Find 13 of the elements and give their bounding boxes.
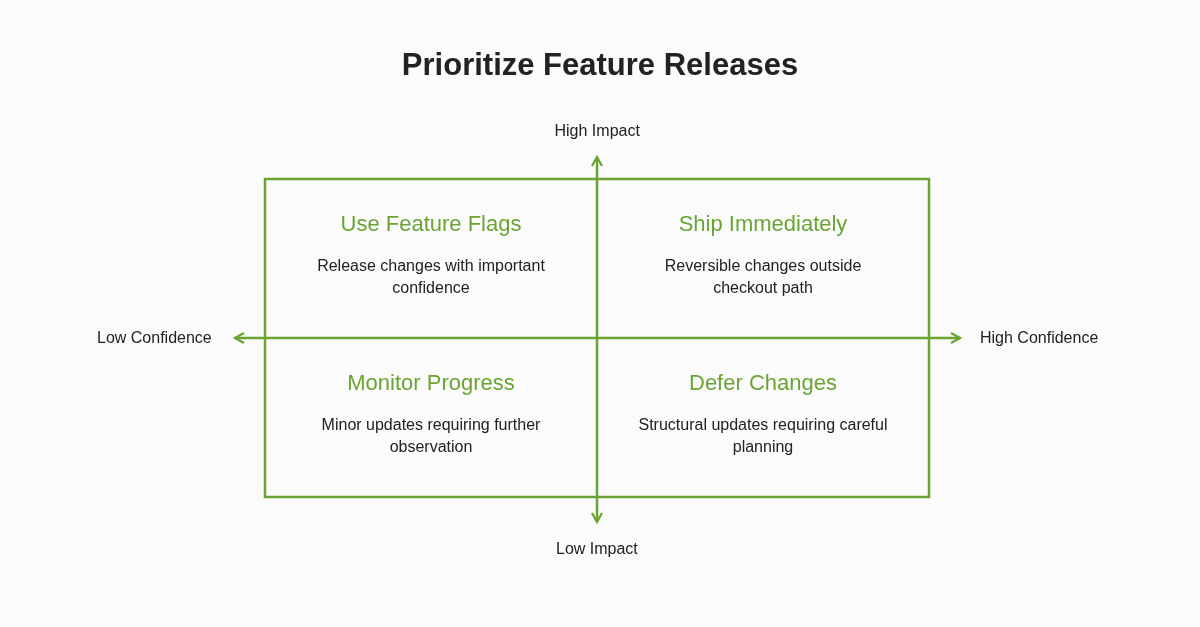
quadrant-heading: Use Feature Flags: [340, 211, 522, 237]
axis-label: High Confidence: [980, 329, 1099, 347]
quadrant-description: Minor updates requiring further observation: [320, 415, 542, 457]
axis-label: High Impact: [554, 122, 640, 140]
quadrant-description: Reversible changes outside checkout path: [663, 256, 863, 298]
quadrant-description: Release changes with important confidence: [316, 256, 546, 298]
quadrant-heading: Ship Immediately: [678, 211, 848, 237]
axis-label: Low Confidence: [97, 329, 212, 347]
diagram-title: Prioritize Feature Releases: [401, 47, 799, 83]
quadrant-description: Structural updates requiring careful planning: [637, 415, 889, 457]
quadrant-heading: Monitor Progress: [347, 370, 515, 396]
quadrant-heading: Defer Changes: [689, 370, 837, 396]
axis-label: Low Impact: [556, 540, 638, 558]
